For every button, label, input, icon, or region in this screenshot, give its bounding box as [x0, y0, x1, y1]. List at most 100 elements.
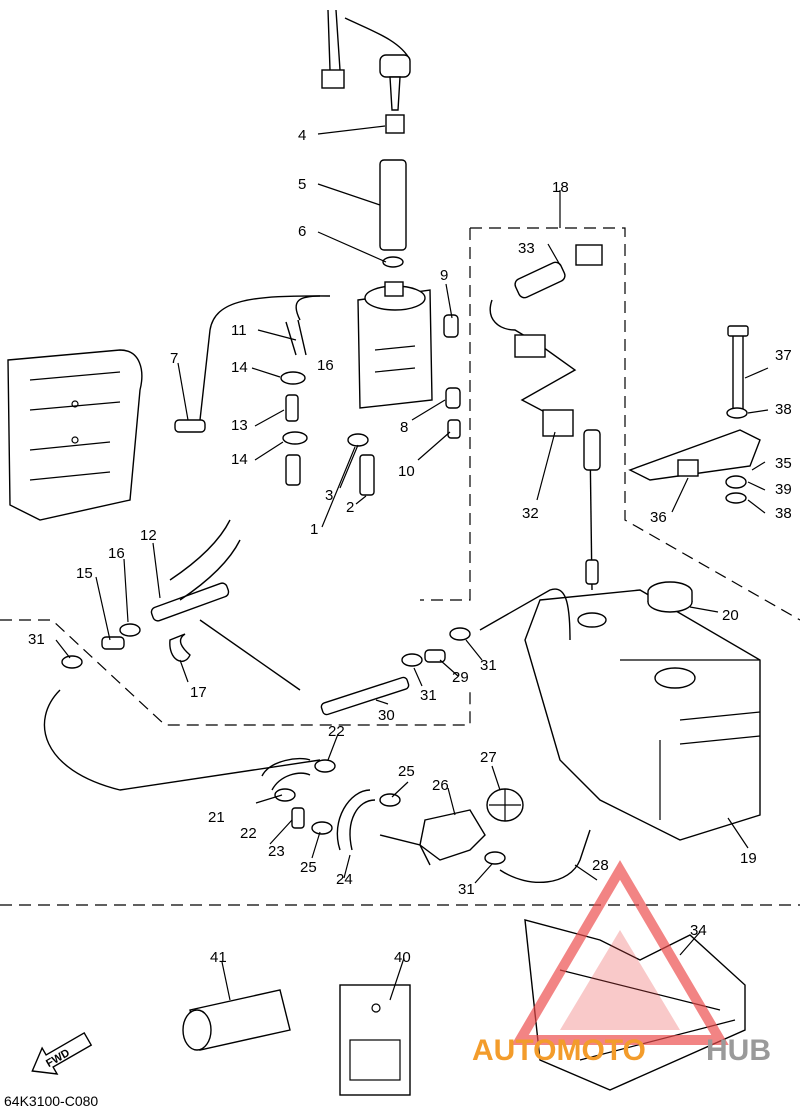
joint-15-part: [101, 636, 125, 650]
joint-13-part: [285, 394, 299, 422]
fuel-tank-part: [524, 589, 761, 841]
callout-15: 15: [76, 565, 93, 582]
hose-24-part: [336, 789, 376, 851]
watermark-text-right: HUB: [706, 1034, 771, 1067]
callout-32: 32: [522, 505, 539, 522]
hose-7-end-part: [174, 419, 206, 433]
hose-30-part: [320, 676, 410, 716]
clamp-17-part: [169, 633, 191, 662]
callout-37: 37: [775, 347, 792, 364]
watermark-text: AUTOMOTO HUB: [472, 1034, 771, 1067]
callout-38: 38: [775, 401, 792, 418]
clip-16b-part: [119, 623, 141, 637]
hose-cover-41-part: [182, 989, 291, 1051]
callout-1: 1: [310, 521, 318, 538]
clip-14-part: [280, 371, 306, 385]
tank-group-outline: [0, 227, 800, 906]
joint-23-part: [291, 807, 305, 829]
callout-34: 34: [690, 922, 707, 939]
callout-22a: 22: [328, 723, 345, 740]
washer-38b-part: [725, 492, 747, 504]
nut-39-part: [725, 475, 747, 489]
leader-lines: [55, 125, 769, 1001]
callout-26: 26: [432, 777, 449, 794]
callout-31b: 31: [480, 657, 497, 674]
callout-23: 23: [268, 843, 285, 860]
callout-14: 14: [231, 359, 248, 376]
callout-40: 40: [394, 949, 411, 966]
engine-cover-part: [7, 349, 143, 521]
clip-14b-part: [282, 431, 308, 445]
clip-25a-part: [311, 821, 333, 835]
clip-31a-part: [61, 655, 83, 669]
joint-29-part: [424, 649, 446, 663]
filter-group-outline: [420, 228, 471, 601]
hose-7-part: [184, 295, 331, 431]
wire-assembly-part: [489, 244, 603, 591]
clip-31c-part: [401, 653, 423, 667]
callout-22b: 22: [240, 825, 257, 842]
sender-wire-part: [321, 9, 411, 134]
callout-16: 16: [317, 357, 334, 374]
hose-12-part: [150, 582, 230, 622]
long-hose-part: [43, 588, 571, 791]
callout-36: 36: [650, 509, 667, 526]
bolt-37-head: [727, 325, 749, 337]
fuel-pump-part: [379, 809, 486, 866]
screw-10-part: [447, 419, 461, 439]
clip-22a-part: [314, 759, 336, 773]
callout-41: 41: [210, 949, 227, 966]
grommet-9-part: [443, 314, 459, 338]
clip-25b-part: [379, 793, 401, 807]
bracket-35-part: [628, 429, 761, 481]
elbow-hose-11-part: [285, 295, 321, 356]
bolt-37-part: [732, 329, 744, 415]
callout-16b: 16: [108, 545, 125, 562]
callout-12: 12: [140, 527, 157, 544]
callout-25a: 25: [300, 859, 317, 876]
hose-piece-part: [285, 454, 301, 486]
clip-22b-part: [274, 788, 296, 802]
pad-36-part: [677, 459, 699, 477]
filter-element-part: [379, 159, 407, 251]
fwd-text: FWD: [44, 1047, 72, 1070]
callout-9: 9: [440, 267, 448, 284]
callout-31d: 31: [458, 881, 475, 898]
callout-24: 24: [336, 871, 353, 888]
callout-20: 20: [722, 607, 739, 624]
joint-2-part: [359, 454, 375, 496]
callout-11: 11: [231, 322, 247, 339]
diagram-code: 64K3100-C080: [4, 1093, 98, 1109]
callout-19: 19: [740, 850, 757, 867]
washer-38-part: [726, 407, 748, 419]
watermark-text-left: AUTOMOTO: [472, 1034, 646, 1067]
bracket-lines: [169, 519, 301, 691]
callout-29: 29: [452, 669, 469, 686]
o-ring-part: [382, 256, 404, 268]
callout-18: 18: [552, 179, 569, 196]
callout-31c: 31: [420, 687, 437, 704]
callout-10: 10: [398, 463, 415, 480]
callout-6: 6: [298, 223, 306, 240]
callout-3: 3: [325, 487, 333, 504]
callout-31a: 31: [28, 631, 45, 648]
callout-7: 7: [170, 350, 178, 367]
clip-31d-part: [484, 851, 506, 865]
callout-labels: 4 5 6 7 11 16 14 13 14 3 2 1 9 8 10 18 3…: [28, 127, 792, 966]
filter-bowl-part: [357, 281, 433, 409]
callout-38b: 38: [775, 505, 792, 522]
watermark-logo: [511, 860, 729, 1045]
grommet-8-part: [445, 387, 461, 409]
callout-33: 33: [518, 240, 535, 257]
primer-knob-part: [486, 788, 524, 822]
tank-cap-part: [647, 581, 693, 613]
hose-28-part: [499, 829, 591, 883]
callout-28: 28: [592, 857, 609, 874]
callout-25b: 25: [398, 763, 415, 780]
callout-27: 27: [480, 749, 497, 766]
callout-5: 5: [298, 176, 306, 193]
hose-21-part: [261, 757, 311, 791]
callout-2: 2: [346, 499, 354, 516]
